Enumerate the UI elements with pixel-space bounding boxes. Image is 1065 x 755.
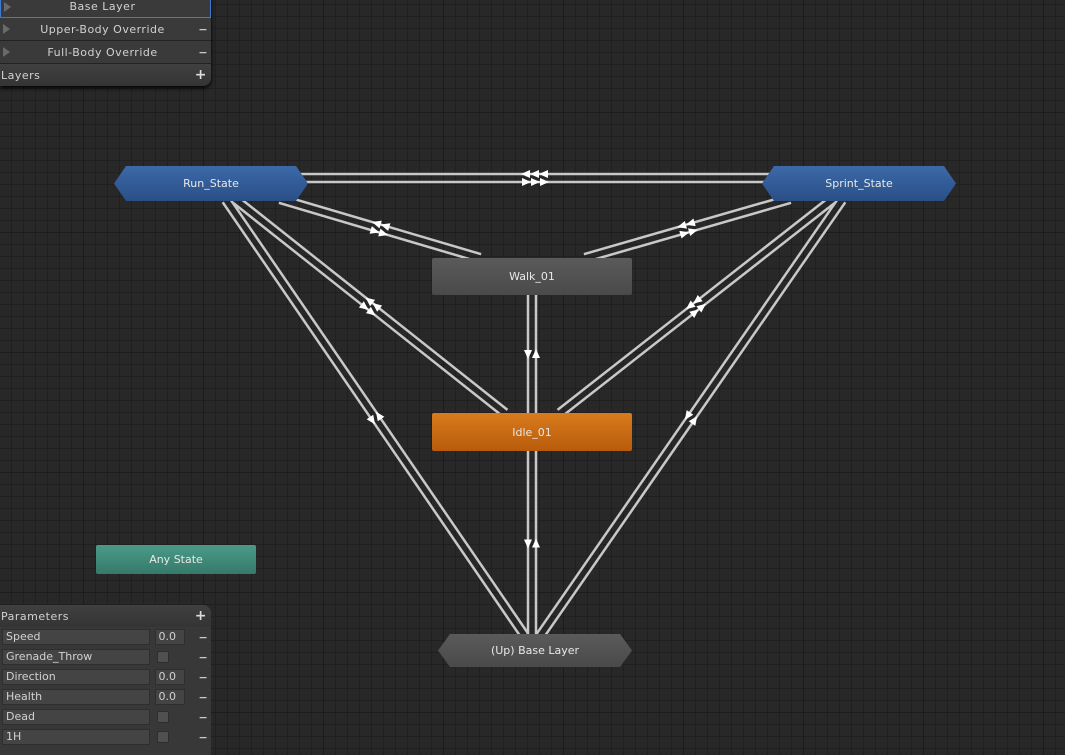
transition-arrow-icon (380, 223, 391, 231)
add-layer-icon[interactable]: + (194, 67, 207, 83)
transition-arrow-icon (688, 416, 698, 426)
parameter-row: Grenade_Throw − (0, 647, 211, 667)
state-sprint[interactable]: Sprint_State (762, 166, 956, 201)
transition-arrow-icon (378, 228, 388, 237)
state-idle-default[interactable]: Idle_01 (432, 413, 632, 451)
parameter-name[interactable]: Direction (2, 669, 151, 685)
transition-arrow-icon (521, 170, 530, 178)
state-any[interactable]: Any State (96, 545, 256, 574)
parameter-name[interactable]: Dead (2, 709, 151, 725)
transition-arrow-icon (531, 178, 540, 186)
parameter-checkbox[interactable] (157, 651, 170, 663)
layer-label: Base Layer (69, 0, 136, 13)
state-label: Walk_01 (509, 270, 555, 283)
parameters-title: Parameters (1, 609, 69, 623)
state-label: Sprint_State (825, 177, 893, 190)
transition-arrow-icon (369, 226, 380, 234)
transition-arrow-icon (532, 538, 540, 548)
layer-upper-body[interactable]: Upper-Body Override − (0, 18, 211, 41)
transition-arrow-icon (530, 170, 539, 178)
expand-icon[interactable] (3, 47, 10, 57)
state-walk[interactable]: Walk_01 (432, 258, 632, 295)
remove-layer-icon[interactable]: − (198, 22, 208, 36)
transition-arrow-icon (532, 349, 540, 358)
state-run[interactable]: Run_State (114, 166, 308, 201)
parameter-value-field[interactable]: 0.0 (155, 669, 186, 685)
parameter-checkbox[interactable] (157, 711, 170, 723)
remove-parameter-icon[interactable]: − (198, 690, 208, 704)
parameter-row: 1H − (0, 727, 211, 747)
transition-arrow-icon (372, 303, 383, 312)
layer-base[interactable]: Base Layer (0, 0, 211, 18)
layers-title: Layers (1, 68, 41, 82)
layer-full-body[interactable]: Full-Body Override − (0, 41, 211, 64)
transition-arrow-icon (685, 218, 696, 227)
remove-parameter-icon[interactable]: − (198, 650, 208, 664)
transition-arrow-icon (677, 220, 688, 229)
remove-parameter-icon[interactable]: − (198, 730, 208, 744)
transition-arrow-icon (539, 170, 548, 178)
transition-arrow-icon (358, 301, 369, 310)
transition-arrow-icon (365, 297, 376, 307)
transition-arrow-icon (693, 294, 703, 304)
state-label: Any State (149, 553, 203, 566)
transition-arrow-icon (372, 220, 382, 229)
layer-label: Upper-Body Override (40, 22, 165, 36)
transition-arrow-icon (696, 303, 706, 313)
remove-parameter-icon[interactable]: − (198, 670, 208, 684)
parameter-name[interactable]: Speed (2, 629, 151, 645)
parameter-name[interactable]: 1H (2, 729, 151, 745)
parameter-value-field[interactable]: 0.0 (155, 629, 186, 645)
parameter-checkbox[interactable] (157, 731, 170, 743)
layers-panel: Base Layer Upper-Body Override − Full-Bod… (0, 0, 211, 86)
transition-arrow-icon (686, 300, 696, 310)
remove-parameter-icon[interactable]: − (198, 710, 208, 724)
transition-arrow-icon (522, 178, 531, 186)
parameter-name[interactable]: Grenade_Throw (2, 649, 151, 665)
expand-icon[interactable] (4, 1, 11, 12)
state-up-base-layer[interactable]: (Up) Base Layer (438, 634, 632, 667)
transition-arrow-icon (540, 178, 549, 186)
transition-arrow-icon (679, 230, 690, 239)
transition-arrow-icon (366, 414, 376, 425)
state-label: Run_State (183, 177, 239, 190)
remove-parameter-icon[interactable]: − (198, 630, 208, 644)
transition-arrow-icon (689, 309, 699, 319)
state-label: (Up) Base Layer (490, 644, 580, 657)
layers-header: Layers + (0, 64, 211, 86)
transition-arrow-icon (524, 539, 532, 549)
transition-arrow-icon (365, 306, 376, 316)
parameter-row: Dead − (0, 707, 211, 727)
parameter-value-field[interactable]: 0.0 (155, 689, 186, 705)
parameter-name[interactable]: Health (2, 689, 151, 705)
layer-label: Full-Body Override (47, 45, 158, 59)
expand-icon[interactable] (3, 24, 10, 34)
transition-arrow-icon (687, 228, 698, 237)
transition-arrow-icon (524, 350, 532, 359)
transition-arrow-icon (684, 410, 694, 420)
parameters-header: Parameters + (0, 605, 211, 627)
add-parameter-icon[interactable]: + (194, 608, 207, 624)
transition-arrow-icon (375, 411, 385, 422)
state-label: Idle_01 (512, 425, 552, 439)
remove-layer-icon[interactable]: − (198, 45, 208, 59)
